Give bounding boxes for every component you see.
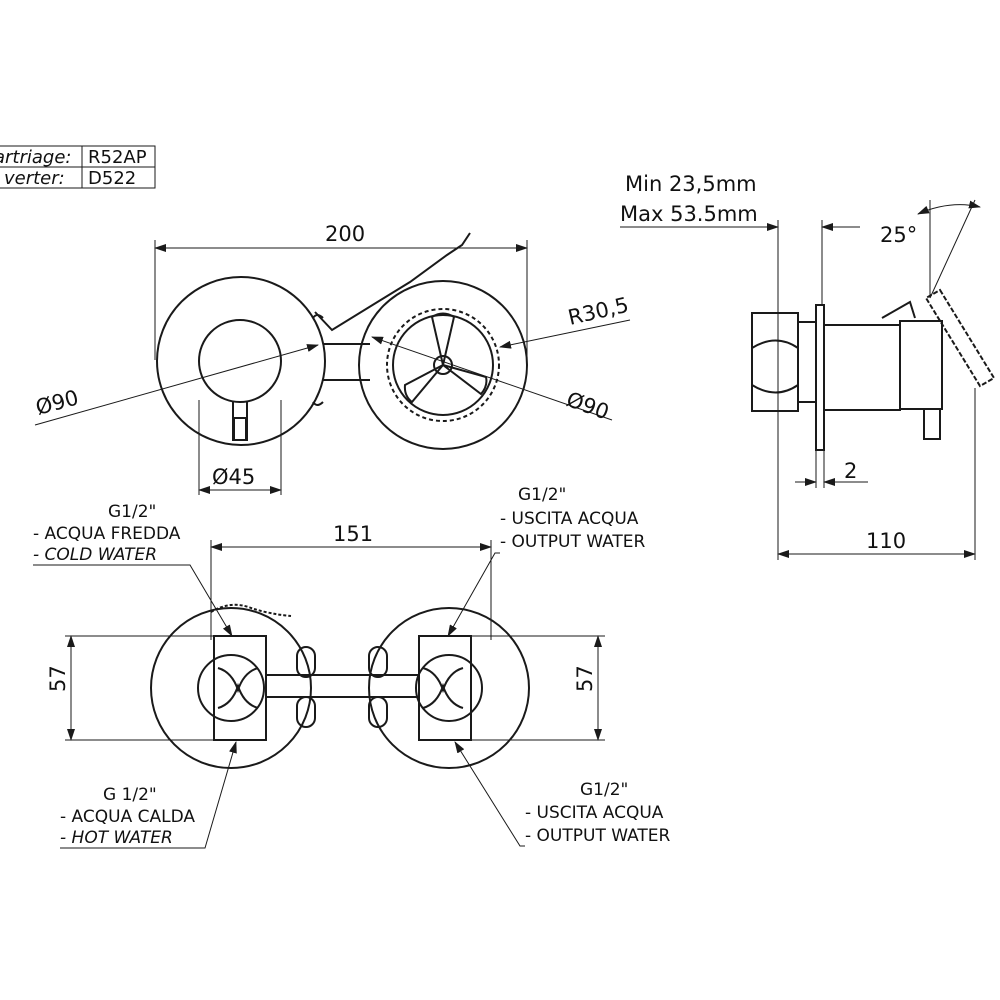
hot-thread: G 1/2" — [103, 785, 157, 805]
handle-diameter: Ø45 — [212, 465, 255, 489]
out-bottom-en: - OUTPUT WATER — [525, 826, 671, 846]
rear-right-plate — [368, 607, 530, 769]
rear-view: 151 57 57 — [46, 522, 605, 769]
side-total: 110 — [866, 529, 906, 553]
hot-it: - ACQUA CALDA — [60, 807, 195, 827]
left-diameter: Ø90 — [33, 385, 81, 419]
side-rear-body — [751, 312, 799, 412]
front-view: 200 Ø90 R30,5 Ø90 Ø45 — [33, 222, 631, 495]
info-box: artriage: R52AP verter: D522 — [0, 145, 156, 189]
rear-left-plate — [150, 607, 312, 769]
cold-it: - ACQUA FREDDA — [33, 524, 181, 544]
right-star-handle — [403, 312, 488, 404]
diverter-label: verter: — [4, 168, 65, 189]
side-wall-plate — [815, 304, 825, 451]
break-line — [314, 232, 471, 332]
width-dimension: 200 — [325, 222, 365, 246]
angle-arc — [917, 200, 981, 215]
right-radius-leader — [499, 319, 631, 349]
cold-en: - COLD WATER — [33, 545, 157, 565]
side-knurled-knob — [924, 288, 996, 388]
rear-left-valve-body — [213, 635, 267, 741]
right-knurled-ring — [386, 308, 500, 422]
diverter-value: D522 — [88, 168, 136, 189]
right-diameter: Ø90 — [563, 387, 612, 424]
left-handle-lever — [233, 417, 247, 441]
side-lever-stub — [923, 408, 941, 440]
left-height: 57 — [46, 665, 70, 692]
out-top-thread: G1/2" — [518, 485, 566, 505]
centres-dimension: 151 — [333, 522, 373, 546]
out-top-it: - USCITA ACQUA — [500, 509, 639, 529]
left-cover-plate — [156, 276, 326, 446]
out-top-en: - OUTPUT WATER — [500, 532, 646, 552]
plate-thickness: 2 — [844, 459, 857, 483]
hot-water-note: G 1/2" - ACQUA CALDA - HOT WATER — [60, 741, 237, 849]
right-radius: R30,5 — [566, 293, 631, 330]
cold-water-note: G1/2" - ACQUA FREDDA - COLD WATER — [33, 502, 233, 637]
rear-connecting-pipe — [265, 674, 420, 698]
side-handle-body — [899, 320, 943, 410]
depth-max: Max 53.5mm — [620, 202, 758, 226]
right-height: 57 — [573, 665, 597, 692]
output-water-note-bottom: G1/2" - USCITA ACQUA - OUTPUT WATER — [454, 741, 671, 847]
cartridge-value: R52AP — [88, 147, 147, 168]
hot-en: - HOT WATER — [60, 828, 173, 848]
cartridge-label: artriage: — [0, 147, 71, 168]
side-angle: 25° — [880, 223, 917, 247]
side-view: Min 23,5mm Max 53.5mm 25° 2 110 — [620, 172, 996, 560]
right-cover-plate — [358, 280, 528, 450]
left-handle-knob — [198, 319, 282, 403]
right-diameter-leader — [371, 336, 613, 421]
out-bottom-thread: G1/2" — [580, 780, 628, 800]
depth-min: Min 23,5mm — [625, 172, 757, 196]
out-bottom-it: - USCITA ACQUA — [525, 803, 664, 823]
cold-thread: G1/2" — [108, 502, 156, 522]
left-diameter-leader — [34, 344, 319, 426]
rear-right-valve-body — [418, 635, 472, 741]
output-water-note-top: G1/2" - USCITA ACQUA - OUTPUT WATER — [447, 485, 646, 637]
